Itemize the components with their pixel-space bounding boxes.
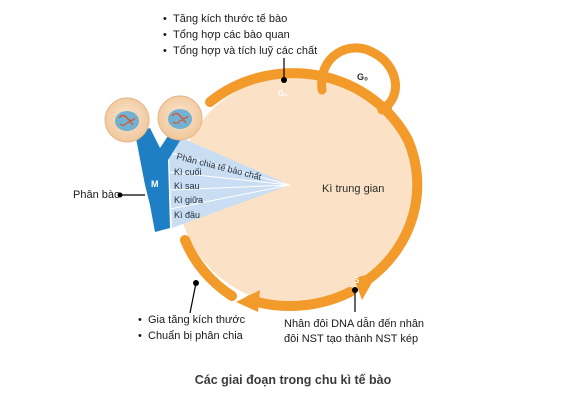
s-notes: Nhân đôi DNA dẫn đến nhân đôi NST tạo th… [284,317,424,345]
cycle-ring-arrowhead-g2 [236,290,260,312]
svg-text:•: • [163,13,167,25]
wedge-divider [167,151,291,186]
g2-pointer-dot [193,280,199,286]
cell-division-label: Phân bào [73,189,120,201]
g1-pointer-dot [281,77,287,83]
svg-text:•: • [138,330,142,342]
svg-text:•: • [163,29,167,41]
g0-loop-arrowhead [372,100,392,120]
cycle-ring-arrowhead-s [354,272,378,300]
figure-caption: Các giai đoạn trong chu kì tế bào [194,373,392,387]
wedge-divider [169,184,291,210]
cycle-ring-arc-g1-to-s [205,68,423,283]
wedge-divider [168,184,291,191]
m-phase-shape [135,128,183,232]
daughter-cell-left [104,97,150,143]
g1-label: G₁ [278,89,288,98]
interphase-label: Kì trung gian [322,183,384,195]
g1-note: Tổng hợp các bào quan [173,29,290,41]
s-pointer-dot [352,287,358,293]
g1-note: Tăng kích thước tế bào [173,13,287,25]
g2-note: Gia tăng kích thước [148,314,246,326]
g1-notes: • Tăng kích thước tế bào • Tổng hợp các bà… [163,13,317,57]
g2-pointer [189,282,197,314]
g2-notes: • Gia tăng kích thước • Chuẩn bị phân chia [138,314,246,342]
s-note: Nhân đôi DNA dẫn đến nhân [284,317,424,330]
svg-text:•: • [138,314,142,326]
wedge-divider [167,171,291,186]
m-phase-label: M [151,179,159,189]
mitosis-wedge [168,132,290,228]
svg-text:•: • [163,45,167,57]
wedge-label-prophase: Kì đầu [174,210,200,220]
g1-note: Tổng hợp và tích luỹ các chất [173,45,317,57]
g2-label: G₂ [185,266,195,275]
cycle-ring-arc-s-to-g2 [245,287,355,311]
interphase-disc [178,75,418,305]
daughter-cell-right [157,95,203,141]
cycle-ring-arc-g2-to-m [180,235,237,301]
s-label: S [354,276,360,285]
g2-note: Chuẩn bị phân chia [148,330,244,342]
wedge-label-metaphase: Kì giữa [174,195,203,205]
wedge-label-telophase: Kì cuối [174,167,202,177]
s-note: đôi NST tạo thành NST kép [284,333,418,345]
g0-label: G₀ [357,72,368,82]
wedge-label-anaphase: Kì sau [174,181,200,191]
cell-division-pointer-dot [117,192,123,198]
g0-loop [317,43,400,115]
